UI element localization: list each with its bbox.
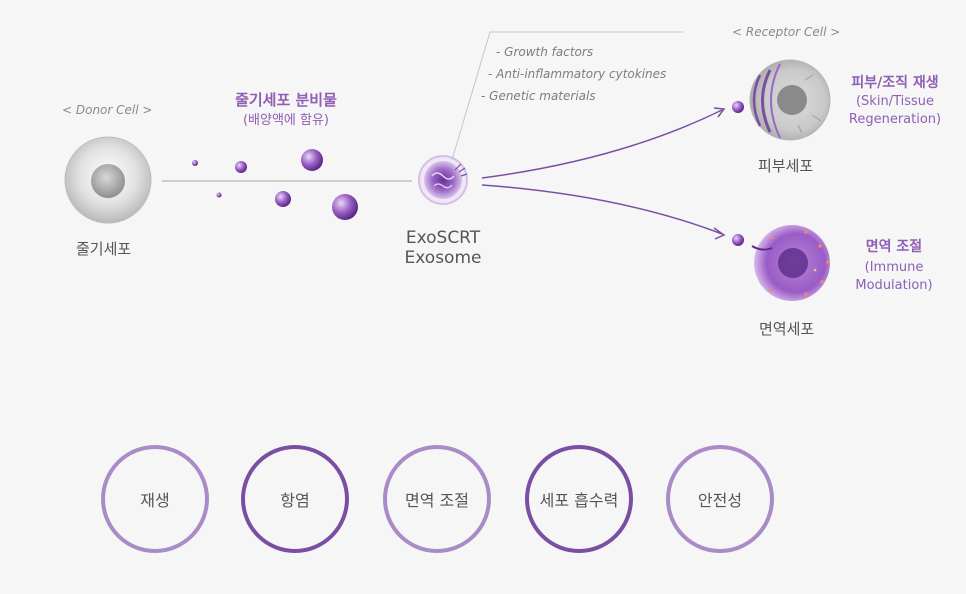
exosome-name-line2: Exosome <box>404 248 482 268</box>
immune-cell <box>732 225 830 301</box>
secretion-vesicles <box>192 149 358 220</box>
skin-cell-name: 피부세포 <box>758 157 814 175</box>
benefit-badge-anti-inflammation: 항염 <box>241 445 349 553</box>
secretion-subtitle: (배양액에 함유) <box>242 113 330 128</box>
donor-cell-name: 줄기세포 <box>76 240 132 258</box>
immune-effect-en-line1: (Immune <box>864 260 924 275</box>
factors-callout-line <box>451 31 683 161</box>
skin-effect-en-line2: Regeneration) <box>848 112 942 127</box>
exosome-particle <box>418 155 468 205</box>
donor-cell <box>64 136 152 224</box>
receptor-cell-tag: < Receptor Cell > <box>732 25 841 39</box>
factor-item: - Genetic materials <box>481 89 596 103</box>
factor-item: - Anti-inflammatory cytokines <box>488 67 667 81</box>
skin-effect-title: 피부/조직 재생 <box>851 75 939 91</box>
factor-item: - Growth factors <box>496 45 594 59</box>
skin-cell <box>732 59 831 141</box>
donor-cell-tag: < Donor Cell > <box>62 103 153 117</box>
arrow-to-skin <box>481 109 723 179</box>
benefit-badge-immune-modulation: 면역 조절 <box>383 445 491 553</box>
benefit-badge-cell-absorption: 세포 흡수력 <box>525 445 633 553</box>
immune-cell-name: 면역세포 <box>759 320 815 338</box>
immune-effect-title: 면역 조절 <box>865 239 923 255</box>
benefit-badge-safety: 안전성 <box>666 445 774 553</box>
arrow-to-immune <box>481 184 723 235</box>
secretion-title: 줄기세포 분비물 <box>235 91 337 109</box>
benefit-badge-regeneration: 재생 <box>101 445 209 553</box>
exosome-name-line1: ExoSCRT <box>405 228 481 248</box>
skin-effect-en-line1: (Skin/Tissue <box>855 94 935 109</box>
immune-effect-en-line2: Modulation) <box>855 278 933 293</box>
